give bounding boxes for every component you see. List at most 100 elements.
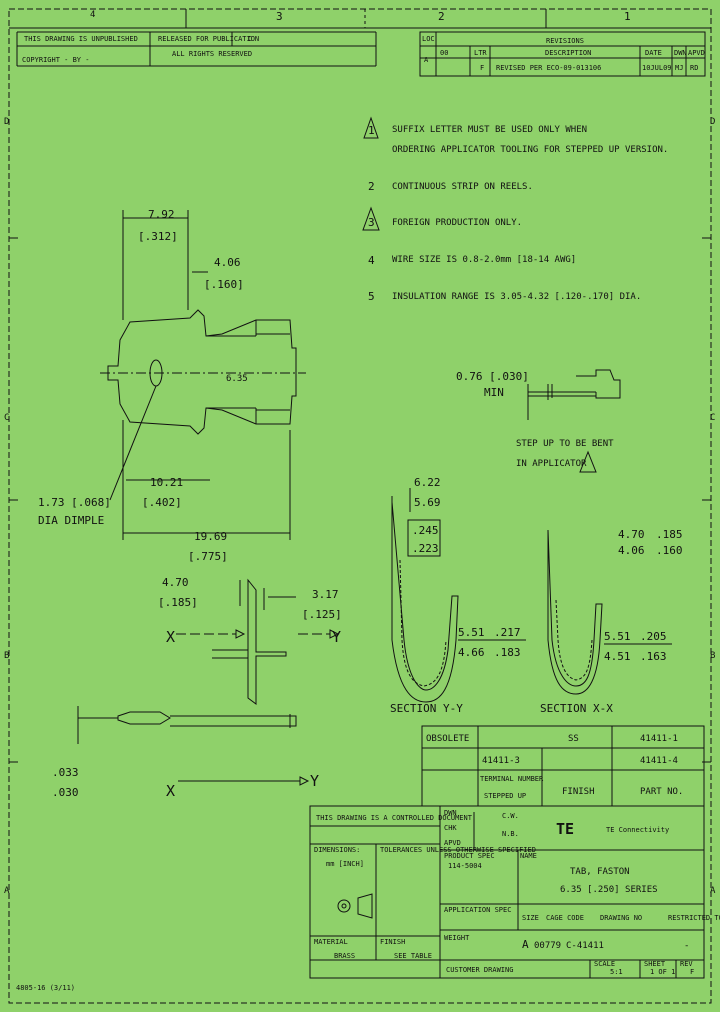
svg-text:F: F bbox=[480, 64, 484, 72]
svg-text:ALL RIGHTS RESERVED: ALL RIGHTS RESERVED bbox=[172, 50, 252, 58]
svg-text:.163: .163 bbox=[640, 650, 667, 663]
svg-text:TE Connectivity: TE Connectivity bbox=[606, 826, 669, 834]
zone-left-a: A bbox=[4, 886, 10, 896]
svg-text:STEP UP TO BE BENT: STEP UP TO BE BENT bbox=[516, 439, 614, 449]
svg-text:[.160]: [.160] bbox=[204, 278, 244, 291]
svg-text:REV: REV bbox=[680, 960, 693, 968]
svg-text:CAGE CODE: CAGE CODE bbox=[546, 914, 584, 922]
svg-text:SECTION Y-Y: SECTION Y-Y bbox=[390, 702, 463, 715]
svg-text:DWN: DWN bbox=[674, 49, 687, 57]
svg-text:4.70: 4.70 bbox=[618, 528, 645, 541]
svg-text:CHK: CHK bbox=[444, 824, 457, 832]
svg-text:REVISED PER ECO-09-013106: REVISED PER ECO-09-013106 bbox=[496, 64, 601, 72]
svg-text:THIS DRAWING IS UNPUBLISHED: THIS DRAWING IS UNPUBLISHED bbox=[24, 35, 138, 43]
svg-text:THIS DRAWING IS A CONTROLLED D: THIS DRAWING IS A CONTROLLED DOCUMENT. bbox=[316, 814, 476, 822]
svg-text:0.76 [.030]: 0.76 [.030] bbox=[456, 370, 529, 383]
svg-text:7.92: 7.92 bbox=[148, 208, 175, 221]
svg-text:41411-4: 41411-4 bbox=[640, 756, 678, 766]
svg-text:41411-3: 41411-3 bbox=[482, 756, 520, 766]
svg-text:.205: .205 bbox=[640, 630, 667, 643]
note-2-text: CONTINUOUS STRIP ON REELS. bbox=[392, 182, 533, 192]
stepped-side-view: 0.76 [.030] MIN STEP UP TO BE BENT IN AP… bbox=[456, 369, 621, 473]
svg-text:.183: .183 bbox=[494, 646, 521, 659]
svg-text:DIMENSIONS:: DIMENSIONS: bbox=[314, 846, 360, 854]
svg-text:3: 3 bbox=[368, 216, 375, 229]
svg-text:.185: .185 bbox=[656, 528, 683, 541]
svg-text:FINISH: FINISH bbox=[562, 787, 595, 797]
svg-text:APVD: APVD bbox=[444, 839, 461, 847]
svg-text:[.775]: [.775] bbox=[188, 550, 228, 563]
svg-text:SIZE: SIZE bbox=[522, 914, 539, 922]
svg-text:DRAWING NO: DRAWING NO bbox=[600, 914, 642, 922]
sheet-border bbox=[8, 8, 712, 1004]
zone-left-b: B bbox=[4, 651, 9, 661]
svg-text:OBSOLETE: OBSOLETE bbox=[426, 734, 469, 744]
svg-text:19.69: 19.69 bbox=[194, 530, 227, 543]
svg-text:SECTION X-X: SECTION X-X bbox=[540, 702, 613, 715]
svg-text:[.312]: [.312] bbox=[138, 230, 178, 243]
svg-text:RD: RD bbox=[690, 64, 698, 72]
zone-top-1: 1 bbox=[624, 10, 631, 23]
svg-text:[.125]: [.125] bbox=[302, 608, 342, 621]
section-x-x: 4.70 4.06 .185 .160 5.51 4.51 .205 .163 … bbox=[540, 528, 683, 715]
svg-text:LOC: LOC bbox=[422, 35, 435, 43]
svg-text:SS: SS bbox=[568, 734, 579, 744]
svg-text:TERMINAL NUMBER: TERMINAL NUMBER bbox=[480, 775, 544, 783]
svg-text:.160: .160 bbox=[656, 544, 683, 557]
zone-left-d: D bbox=[4, 117, 9, 127]
svg-text:DWN: DWN bbox=[444, 809, 457, 817]
svg-text:3.17: 3.17 bbox=[312, 588, 339, 601]
svg-text:BRASS: BRASS bbox=[334, 952, 355, 960]
dim-6-35: 6.35 bbox=[226, 374, 248, 384]
svg-text:5.51: 5.51 bbox=[458, 626, 485, 639]
svg-text:N.B.: N.B. bbox=[502, 830, 519, 838]
svg-text:PART NO.: PART NO. bbox=[640, 787, 683, 797]
svg-text:NAME: NAME bbox=[520, 852, 537, 860]
unpublished-header: THIS DRAWING IS UNPUBLISHED RELEASED FOR… bbox=[16, 31, 377, 67]
svg-text:10JUL09: 10JUL09 bbox=[642, 64, 672, 72]
svg-text:-: - bbox=[684, 941, 689, 951]
svg-text:DIA DIMPLE: DIA DIMPLE bbox=[38, 514, 104, 527]
svg-text:CUSTOMER DRAWING: CUSTOMER DRAWING bbox=[446, 966, 513, 974]
form-number: 4805-16 (3/11) bbox=[16, 984, 75, 992]
svg-text:RELEASED FOR PUBLICATION: RELEASED FOR PUBLICATION bbox=[158, 35, 259, 43]
revisions-block: LOC REVISIONS 00 A LTR DESCRIPTION DATE … bbox=[419, 31, 706, 77]
svg-text:SHEET: SHEET bbox=[644, 960, 666, 968]
svg-text:[.402]: [.402] bbox=[142, 496, 182, 509]
svg-text:SEE TABLE: SEE TABLE bbox=[394, 952, 432, 960]
svg-text:X: X bbox=[166, 782, 175, 800]
svg-text:.033: .033 bbox=[52, 766, 79, 779]
note-2-num: 2 bbox=[368, 180, 375, 193]
svg-text:C-41411: C-41411 bbox=[566, 941, 604, 951]
section-y-y: 6.22 5.69 .245 .223 5.51 4.66 .217 .183 … bbox=[390, 476, 526, 715]
svg-text:TOLERANCES UNLESS OTHERWISE SP: TOLERANCES UNLESS OTHERWISE SPECIFIED bbox=[380, 846, 536, 854]
svg-text:DATE: DATE bbox=[645, 49, 662, 57]
svg-text:C.W.: C.W. bbox=[502, 812, 519, 820]
svg-text:.245: .245 bbox=[412, 524, 439, 537]
svg-text:WEIGHT: WEIGHT bbox=[444, 934, 470, 942]
svg-text:4.06: 4.06 bbox=[618, 544, 645, 557]
svg-text:00: 00 bbox=[440, 49, 448, 57]
svg-text:4.66: 4.66 bbox=[458, 646, 485, 659]
svg-text:.030: .030 bbox=[52, 786, 79, 799]
zone-left-c: C bbox=[4, 413, 9, 423]
svg-text:00779: 00779 bbox=[534, 941, 561, 951]
svg-text:F: F bbox=[690, 968, 694, 976]
note-3-text: FOREIGN PRODUCTION ONLY. bbox=[392, 218, 522, 228]
svg-text:IN APPLICATOR: IN APPLICATOR bbox=[516, 459, 587, 469]
title-block: THIS DRAWING IS A CONTROLLED DOCUMENT. D… bbox=[309, 805, 720, 979]
zone-right-b: B bbox=[710, 651, 715, 661]
svg-text:1 OF 1: 1 OF 1 bbox=[650, 968, 675, 976]
svg-text:4.51: 4.51 bbox=[604, 650, 631, 663]
svg-text:5:1: 5:1 bbox=[610, 968, 623, 976]
svg-text:C: C bbox=[248, 35, 252, 43]
svg-text:X: X bbox=[166, 628, 175, 646]
svg-text:STEPPED UP: STEPPED UP bbox=[484, 792, 526, 800]
svg-text:LTR: LTR bbox=[474, 49, 487, 57]
svg-text:6.22: 6.22 bbox=[414, 476, 441, 489]
svg-text:APVD: APVD bbox=[688, 49, 705, 57]
zone-top-4: 4 bbox=[90, 10, 95, 20]
